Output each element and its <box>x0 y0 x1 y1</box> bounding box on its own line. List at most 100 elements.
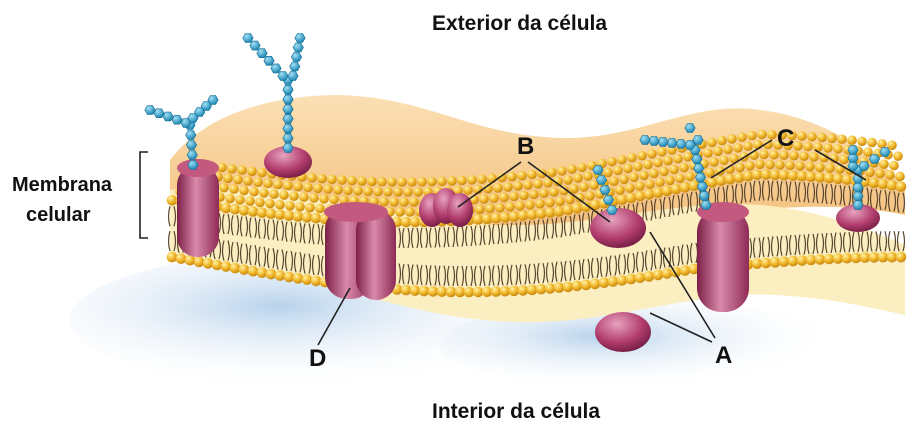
phospholipid-head <box>399 197 409 207</box>
phospholipid-head <box>647 149 657 159</box>
phospholipid-head <box>427 177 437 187</box>
interior-label: Interior da célula <box>432 400 600 424</box>
sugar-unit <box>283 95 293 104</box>
phospholipid-head <box>895 172 905 182</box>
sugar-unit <box>186 130 196 139</box>
sugar-unit <box>880 147 890 156</box>
phospholipid-head <box>536 284 547 295</box>
phospholipid-head <box>505 202 515 212</box>
exterior-label: Exterior da célula <box>432 12 607 36</box>
phospholipid-head <box>167 195 178 206</box>
phospholipid-head <box>797 255 808 266</box>
phospholipid-head <box>635 181 645 191</box>
phospholipid-head <box>680 265 691 276</box>
phospholipid-head <box>279 190 289 200</box>
phospholipid-head <box>545 207 556 218</box>
phospholipid-head <box>893 151 903 161</box>
phospholipid-head <box>669 165 679 175</box>
phospholipid-head <box>389 197 399 207</box>
phospholipid-head <box>176 253 187 264</box>
phospholipid-head <box>685 172 695 182</box>
phospholipid-head <box>759 150 769 160</box>
sugar-unit <box>848 145 858 154</box>
phospholipid-head <box>719 155 729 165</box>
phospholipid-head <box>377 177 387 187</box>
phospholipid-head <box>867 138 877 148</box>
phospholipid-head <box>875 169 885 179</box>
sugar-unit <box>649 136 659 145</box>
phospholipid-head <box>403 187 413 197</box>
phospholipid-head <box>839 155 849 165</box>
phospholipid-head <box>795 161 805 171</box>
phospholipid-head <box>747 131 757 141</box>
phospholipid-head <box>513 181 523 191</box>
phospholipid-head <box>635 191 646 202</box>
phospholipid-head <box>527 285 538 296</box>
integral-protein-c <box>697 202 749 312</box>
label-b: B <box>517 133 534 161</box>
phospholipid-head <box>397 177 407 187</box>
phospholipid-head <box>563 175 573 185</box>
phospholipid-head <box>284 272 295 283</box>
phospholipid-head <box>813 142 823 152</box>
phospholipid-head <box>493 183 503 193</box>
phospholipid-head <box>653 270 664 281</box>
lipid-tail <box>169 206 171 226</box>
phospholipid-head <box>572 281 583 292</box>
phospholipid-head <box>533 179 543 189</box>
sugar-unit <box>293 43 303 52</box>
phospholipid-head <box>599 277 610 288</box>
phospholipid-head <box>289 191 299 201</box>
phospholipid-head <box>475 205 485 215</box>
sugar-unit <box>603 195 613 204</box>
phospholipid-head <box>887 180 898 191</box>
phospholipid-head <box>613 166 623 176</box>
sugar-unit <box>208 95 218 104</box>
phospholipid-head <box>617 275 628 286</box>
phospholipid-head <box>623 164 633 174</box>
phospholipid-head <box>569 184 579 194</box>
phospholipid-head <box>803 142 813 152</box>
phospholipid-head <box>629 173 639 183</box>
sugar-unit <box>697 182 707 191</box>
phospholipid-head <box>735 163 745 173</box>
phospholipid-head <box>743 171 754 182</box>
phospholipid-head <box>637 151 647 161</box>
phospholipid-head <box>590 279 601 290</box>
phospholipid-head <box>545 283 556 294</box>
phospholipid-head <box>323 184 333 194</box>
phospholipid-head <box>221 261 232 272</box>
sugar-unit <box>283 114 293 123</box>
phospholipid-head <box>885 170 895 180</box>
phospholipid-head <box>743 141 753 151</box>
phospholipid-head <box>797 171 808 182</box>
phospholipid-head <box>767 130 777 140</box>
label-a: A <box>715 342 732 370</box>
phospholipid-head <box>379 197 389 207</box>
phospholipid-head <box>785 161 795 171</box>
phospholipid-head <box>565 195 575 205</box>
phospholipid-head <box>563 205 574 216</box>
phospholipid-head <box>842 174 853 185</box>
phospholipid-head <box>225 194 235 204</box>
phospholipid-head <box>413 187 423 197</box>
phospholipid-head <box>237 165 247 175</box>
phospholipid-head <box>633 162 643 172</box>
phospholipid-head <box>235 195 245 205</box>
phospholipid-head <box>585 191 595 201</box>
phospholipid-head <box>617 194 628 205</box>
sugar-unit <box>701 200 711 209</box>
membrana-label-line2: celular <box>26 200 90 230</box>
phospholipid-head <box>713 147 723 157</box>
phospholipid-head <box>680 182 691 193</box>
phospholipid-head <box>527 170 537 180</box>
label-d: D <box>309 345 326 373</box>
phospholipid-head <box>645 179 655 189</box>
phospholipid-head <box>619 175 629 185</box>
phospholipid-head <box>409 197 419 207</box>
sugar-unit <box>658 137 668 146</box>
phospholipid-head <box>311 276 322 287</box>
phospholipid-head <box>663 156 673 166</box>
phospholipid-head <box>249 187 259 197</box>
